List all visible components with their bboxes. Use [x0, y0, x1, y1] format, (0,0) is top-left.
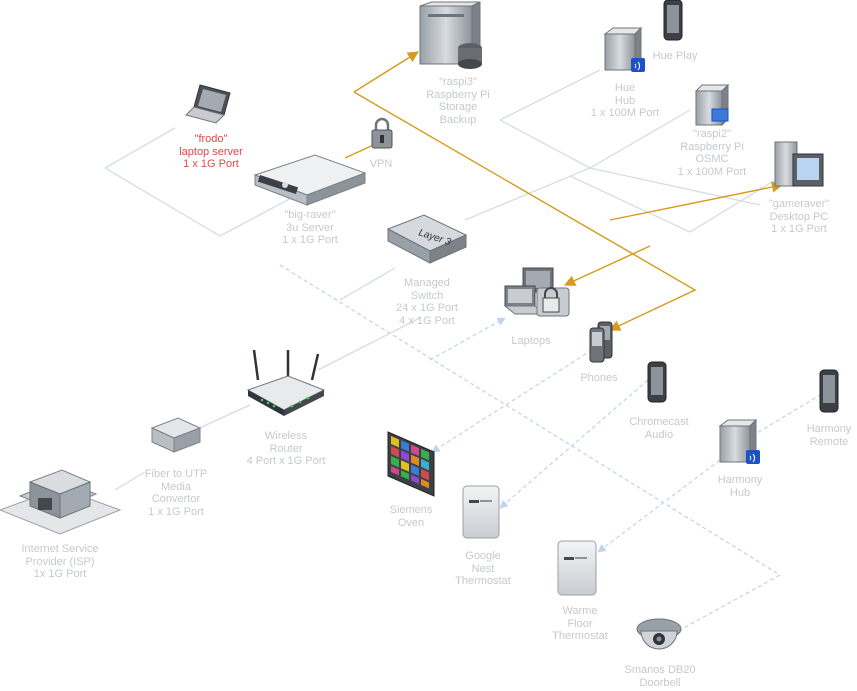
pc-icon[interactable]: [694, 83, 730, 127]
label-gameraver: "gameraver"Desktop PC 1 x 1G Port: [768, 198, 830, 235]
label-phones: Phones: [580, 372, 618, 384]
link-phones-oven: [431, 349, 593, 453]
thermostat-icon[interactable]: [557, 540, 597, 596]
lock-icon[interactable]: [371, 117, 393, 149]
link-switch-laptops: [429, 317, 506, 361]
label-laptops: Laptops: [511, 335, 551, 347]
hub-icon[interactable]: [603, 26, 645, 72]
phones-icon[interactable]: [589, 321, 613, 363]
desktop-pc-icon[interactable]: [774, 141, 824, 187]
isp-building-icon[interactable]: [0, 469, 122, 535]
laptops-icon[interactable]: [503, 267, 570, 317]
link-bigraver-doorbell: [279, 264, 781, 576]
link-raspi2: [589, 109, 691, 169]
hub-icon[interactable]: [718, 418, 760, 464]
link-vpn-bus: [353, 91, 697, 331]
label-bigraver: "big-raver"3u Server 1 x 1G Port: [282, 209, 338, 246]
label-frodo: "frodo"laptop server 1 x 1G Port: [179, 133, 243, 170]
link-vpn-gameraver: [609, 181, 784, 221]
display-icon[interactable]: [387, 431, 435, 497]
thermostat-icon[interactable]: [462, 485, 500, 539]
link-vpn-laptops: [563, 245, 651, 286]
link-isp-fiber: [114, 471, 146, 491]
layer3-switch-icon[interactable]: Layer 3: [386, 214, 468, 264]
smartphone-icon[interactable]: [819, 369, 839, 413]
camera-dome-icon[interactable]: [636, 618, 682, 650]
link-frodo-bigraver: [104, 127, 296, 237]
link-harmony-remote: [751, 394, 821, 437]
link-doorbell: [679, 574, 781, 631]
link-gameraver: [569, 175, 776, 233]
link-router-fiber: [194, 404, 251, 431]
link-vpn-raspi3: [353, 51, 419, 93]
link-router-switch: [317, 267, 421, 371]
label-vpn: VPN: [369, 158, 393, 170]
media-converter-icon[interactable]: [150, 417, 202, 453]
smartphone-icon[interactable]: [647, 361, 667, 403]
server-storage-icon[interactable]: [419, 1, 482, 69]
vpn-links: [344, 51, 784, 331]
laptop-icon[interactable]: [185, 84, 231, 124]
rack-server-icon[interactable]: [253, 154, 367, 206]
link-harmony-warme: [597, 459, 721, 553]
dashed-links: [279, 264, 821, 631]
solid-links: [104, 69, 776, 491]
label-hue-play: Hue Play: [652, 50, 698, 62]
smartphone-icon[interactable]: [663, 0, 683, 41]
link-chromecast-nest: [499, 379, 649, 509]
wireless-router-icon[interactable]: [246, 349, 326, 416]
